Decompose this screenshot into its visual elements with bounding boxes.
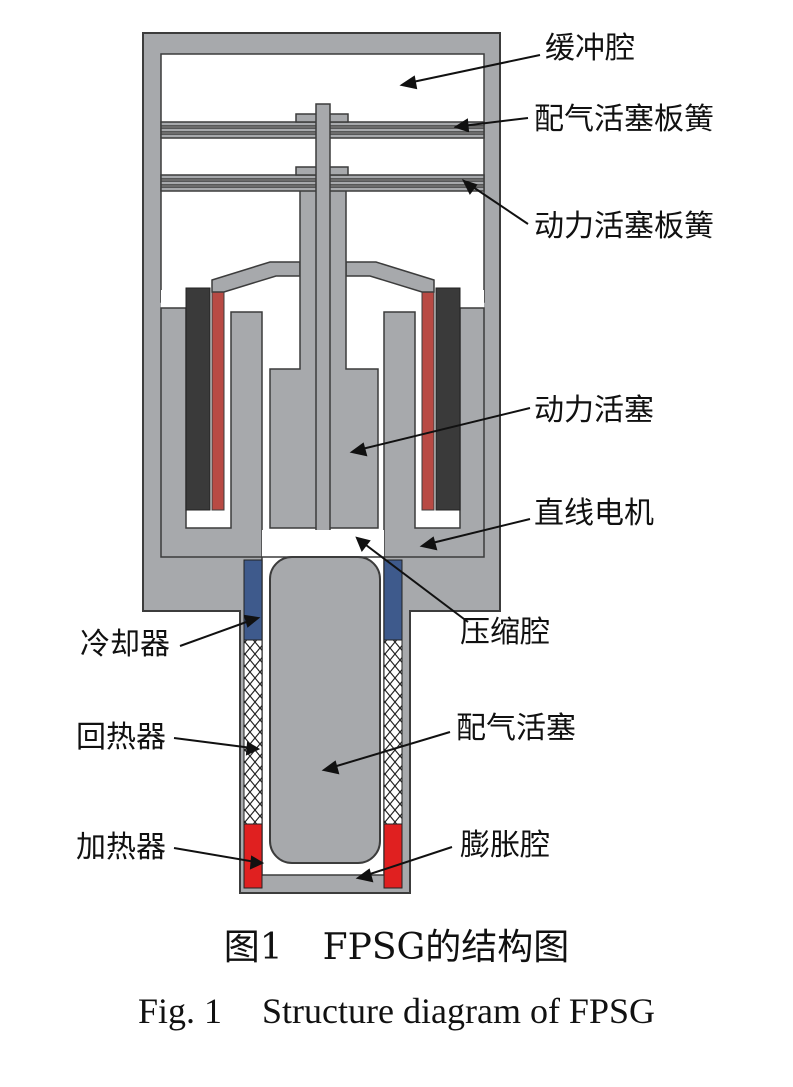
caption-en-text: Structure diagram of FPSG: [262, 991, 655, 1031]
displacer-piston: [269, 556, 381, 864]
label-expansion-chamber: 膨胀腔: [460, 828, 550, 863]
label-heater: 加热器: [76, 830, 166, 865]
mover-bracket: [211, 261, 301, 293]
regenerator-right: [383, 639, 403, 825]
leader-lines: [173, 54, 541, 883]
label-linear-motor: 直线电机: [534, 496, 654, 531]
coil-right: [421, 287, 435, 511]
caption-cn-text: FPSG的结构图: [322, 927, 570, 968]
label-displacer: 配气活塞: [456, 711, 576, 746]
figure-caption-en: Fig. 1 Structure diagram of FPSG: [0, 990, 793, 1032]
fpsg-structure-diagram: 缓冲腔 配气活塞板簧 动力活塞板簧 动力活塞 直线电机 压缩腔 冷却器 回热器 …: [76, 31, 714, 894]
coil-left: [211, 287, 225, 511]
displacer-rod: [315, 103, 331, 565]
cooler-right: [383, 559, 403, 641]
label-cooler: 冷却器: [80, 627, 170, 662]
heater-left: [243, 823, 263, 889]
label-compression-chamber: 压缩腔: [460, 615, 550, 650]
figure-caption-cn: 图1 FPSG的结构图: [0, 918, 793, 970]
label-power-piston: 动力活塞: [534, 393, 654, 428]
caption-cn-number: 图1: [223, 927, 283, 968]
caption-en-number: Fig. 1: [138, 991, 223, 1031]
mover-bracket-right: [345, 261, 435, 293]
label-displacer-spring: 配气活塞板簧: [534, 102, 714, 137]
regenerator-left: [243, 639, 263, 825]
label-regenerator: 回热器: [76, 720, 166, 755]
cooler-left: [243, 559, 263, 641]
magnet-left: [185, 287, 211, 511]
heater-right: [383, 823, 403, 889]
magnet-right: [435, 287, 461, 511]
label-buffer-chamber: 缓冲腔: [545, 31, 635, 66]
label-power-piston-spring: 动力活塞板簧: [534, 209, 714, 244]
